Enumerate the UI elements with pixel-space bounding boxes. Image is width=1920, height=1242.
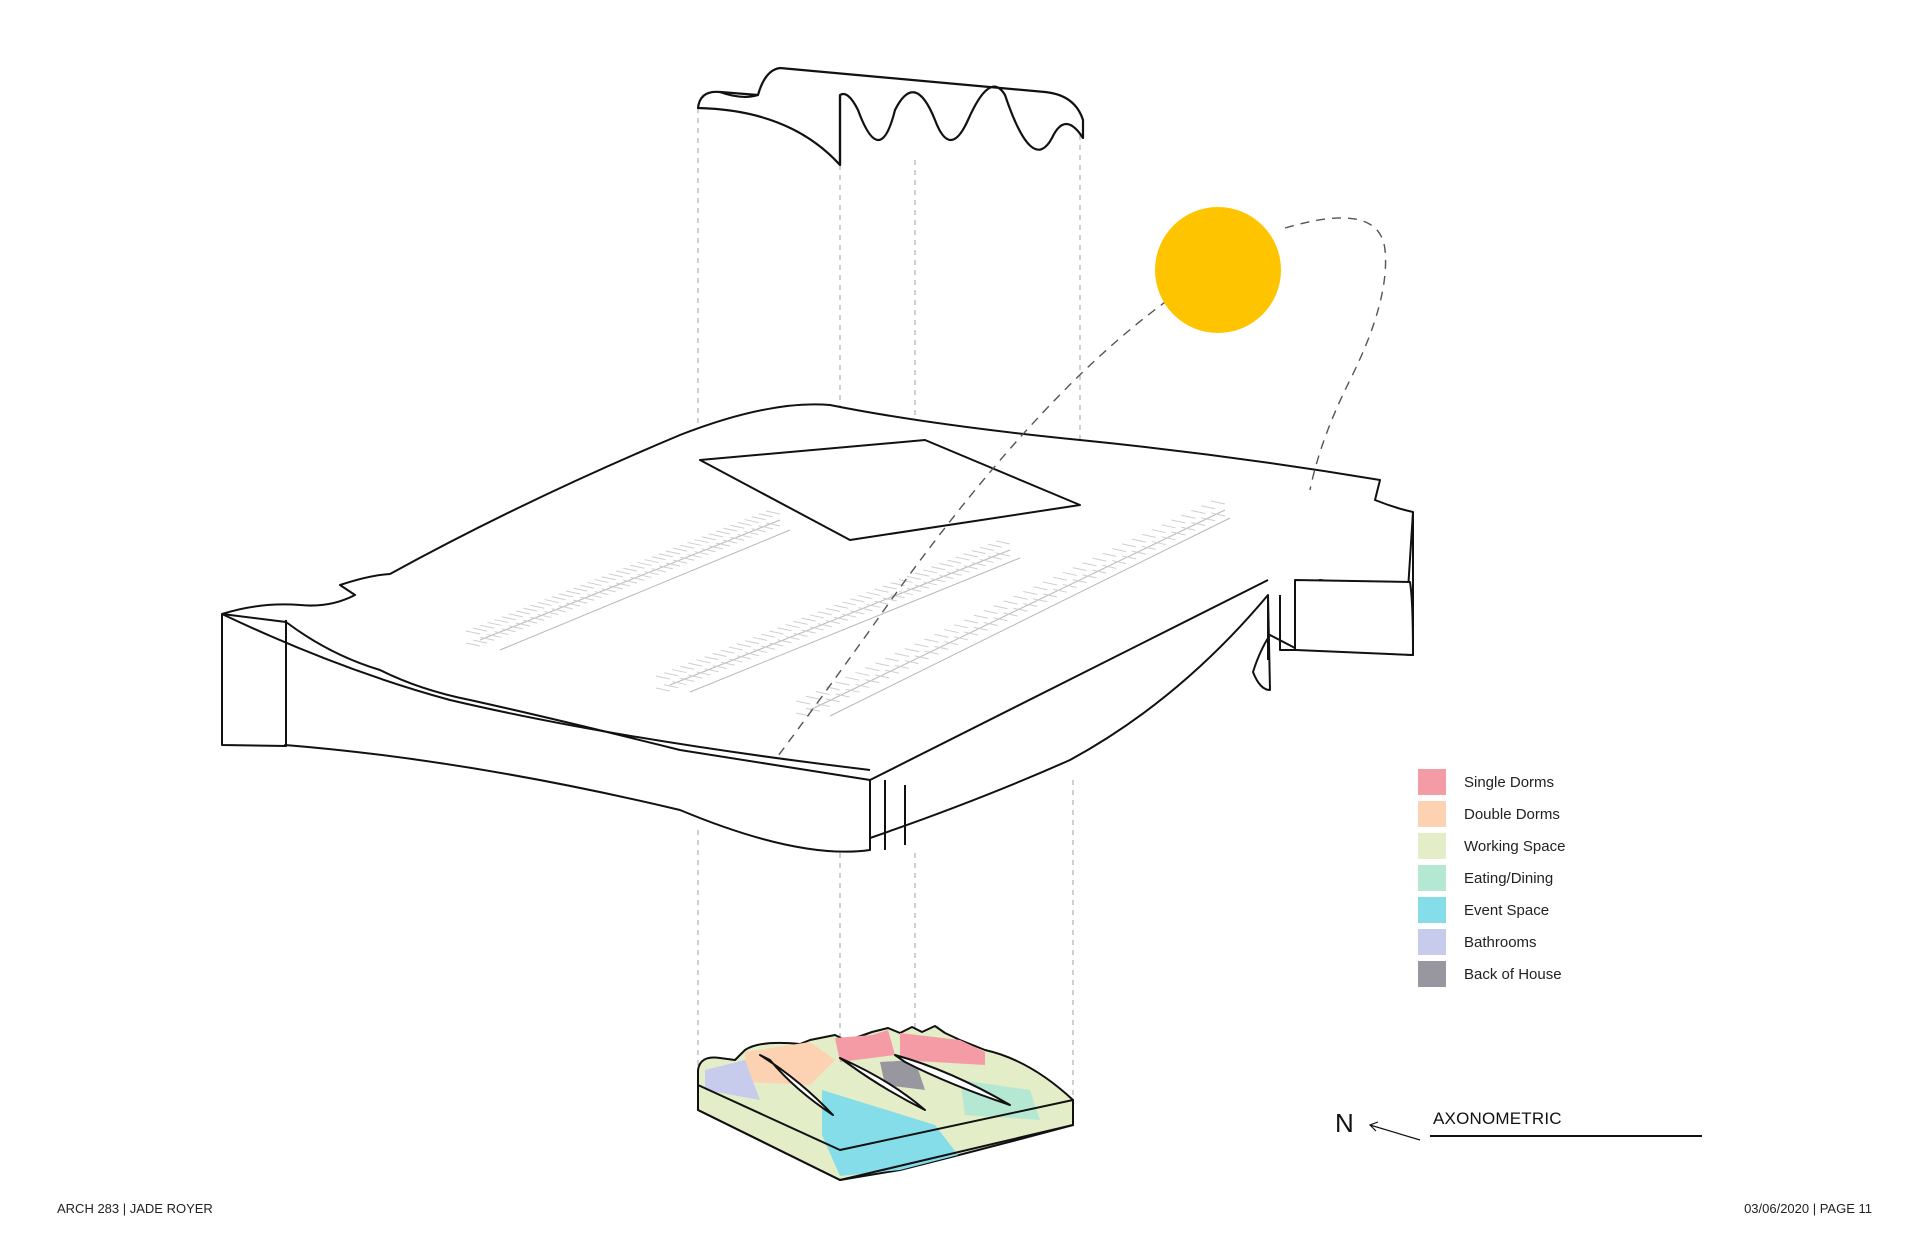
legend-label: Double Dorms [1464,805,1560,823]
legend-swatch [1418,833,1446,859]
legend-item-working-space: Working Space [1418,830,1565,862]
legend-label: Working Space [1464,837,1566,855]
legend-item-back-of-house: Back of House [1418,958,1565,990]
legend-swatch [1418,961,1446,987]
legend-item-bathrooms: Bathrooms [1418,926,1565,958]
legend-label: Eating/Dining [1464,869,1554,887]
building-slab [221,403,1414,853]
north-arrow [1368,1121,1421,1141]
roof-form [696,66,1085,167]
legend-label: Event Space [1464,901,1550,919]
slab-hatch-ticks [465,500,1226,717]
footer-date-page: 03/06/2020 | PAGE 11 [1744,1201,1872,1216]
sun-path [774,207,1387,761]
legend-swatch [1418,897,1446,923]
legend-swatch [1418,929,1446,955]
footer-course-author: ARCH 283 | JADE ROYER [57,1201,213,1216]
legend-label: Back of House [1464,965,1562,983]
legend-swatch [1418,865,1446,891]
sun-icon [1155,207,1281,333]
legend-item-single-dorms: Single Dorms [1418,766,1565,798]
north-indicator: N [1335,1108,1354,1138]
view-title: AXONOMETRIC [1433,1109,1562,1128]
legend-item-double-dorms: Double Dorms [1418,798,1565,830]
legend-label: Single Dorms [1464,773,1555,791]
legend-item-event-space: Event Space [1418,894,1565,926]
legend-swatch [1418,769,1446,795]
legend-swatch [1418,801,1446,827]
legend-label: Bathrooms [1464,933,1537,951]
slab-hatching [479,509,1231,717]
program-legend: Single Dorms Double Dorms Working Space … [1418,766,1565,990]
legend-item-eating-dining: Eating/Dining [1418,862,1565,894]
program-model [697,1025,1074,1181]
